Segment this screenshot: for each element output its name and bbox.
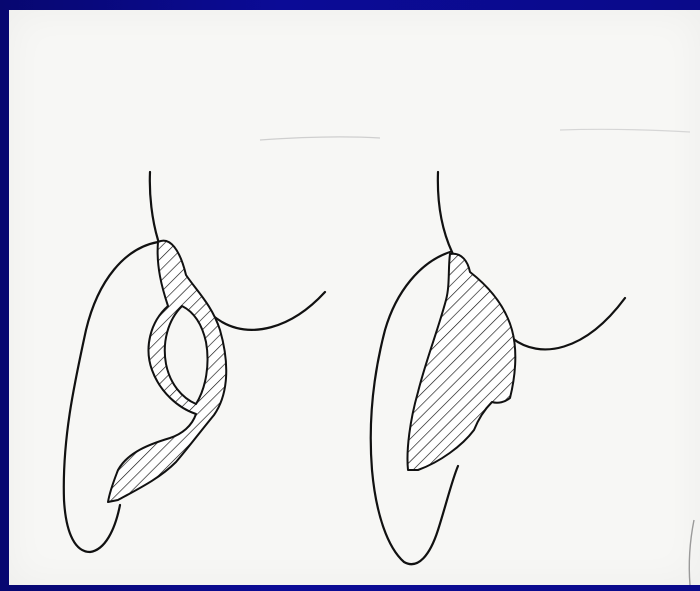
paper-pencil-mark xyxy=(689,520,694,585)
right-hatched-region xyxy=(407,254,515,470)
left-auricle-outline xyxy=(64,242,158,552)
right-ear-figure xyxy=(371,172,625,564)
paper-fold-line xyxy=(260,137,380,140)
paper-fold-line xyxy=(560,129,690,132)
left-ear-figure xyxy=(64,172,325,552)
left-hatched-band xyxy=(108,241,226,502)
